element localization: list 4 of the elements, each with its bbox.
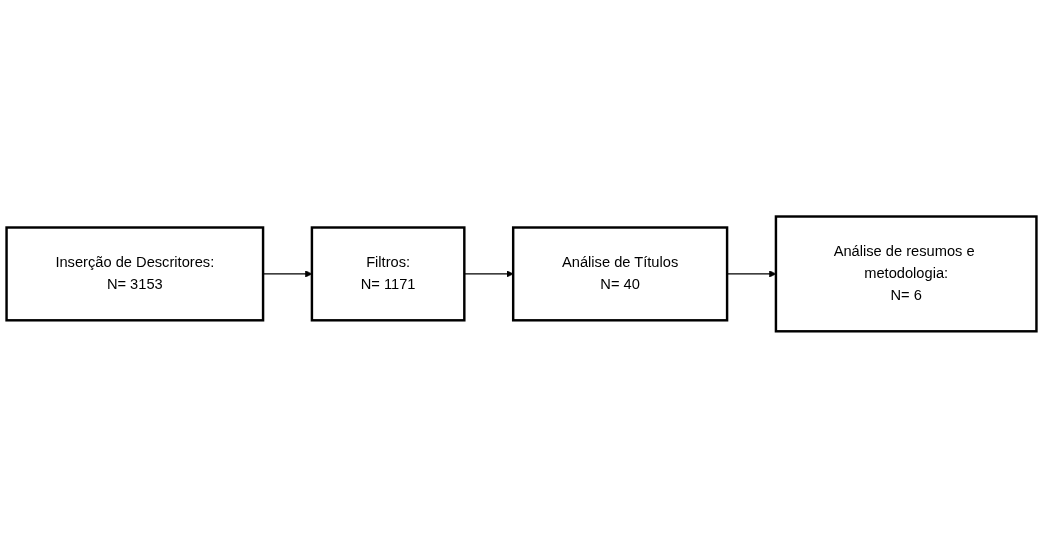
- node-box: Inserção de Descritores: N= 3153: [5, 226, 265, 322]
- node-box: Análise de resumos e metodologia: N= 6: [774, 215, 1038, 333]
- node-box: Análise de Títulos N= 40: [511, 226, 729, 322]
- node-box: Filtros: N= 1171: [310, 226, 466, 322]
